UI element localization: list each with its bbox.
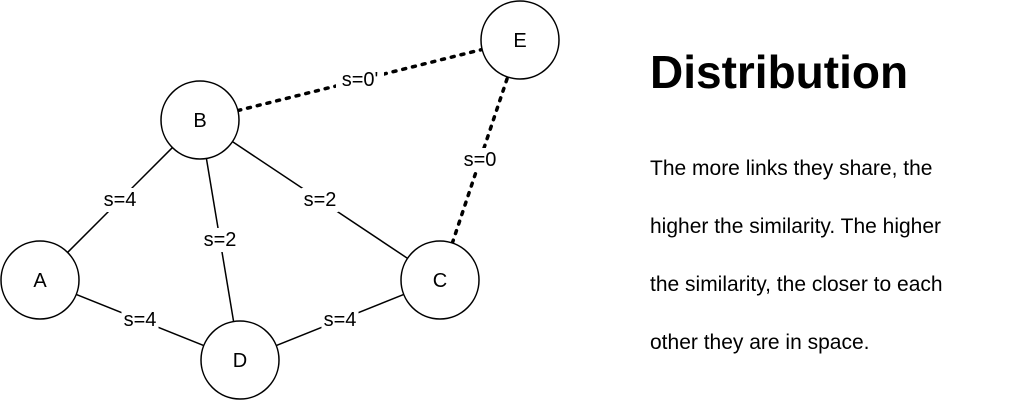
node-label: B <box>193 110 206 132</box>
edge-label-background <box>101 188 139 212</box>
node-circle <box>480 0 560 80</box>
edge-weight-label: s=4 <box>124 309 157 331</box>
description-line: the similarity, the closer to each <box>650 273 943 296</box>
edge-weight-label: s=2 <box>204 229 237 251</box>
similarity-graph: s=4 s=4 s=2 s=2 s=4 s=0' s=0 A B C D E <box>0 0 560 400</box>
node-circle <box>0 240 80 320</box>
node-label: D <box>233 350 247 372</box>
edge-label-d-c: s=4 <box>321 308 359 332</box>
panel-description: The more links they share, the higher th… <box>650 140 1010 372</box>
edge-label-a-d: s=4 <box>121 308 159 332</box>
edge-b-e <box>236 47 484 113</box>
description-line: higher the similarity. The higher <box>650 215 942 238</box>
edge-weight-label: s=0 <box>464 149 497 171</box>
node-d: D <box>200 320 280 400</box>
panel-title: Distribution <box>650 46 909 98</box>
edge-weight-label: s=4 <box>324 309 357 331</box>
node-circle <box>400 240 480 320</box>
edge-label-b-e: s=0' <box>336 68 384 92</box>
node-circle <box>160 80 240 160</box>
edge-label-b-d: s=2 <box>201 228 239 252</box>
description-line: The more links they share, the <box>650 157 933 180</box>
edge-label-background <box>336 68 384 92</box>
node-label: C <box>433 270 447 292</box>
edge-label-background <box>301 188 339 212</box>
edge-c-e <box>450 75 510 245</box>
edge-label-c-e: s=0 <box>461 148 499 172</box>
node-label: E <box>513 30 526 52</box>
edge-label-background <box>321 308 359 332</box>
edge-label-background <box>201 228 239 252</box>
edge-labels-layer: s=4 s=4 s=2 s=2 s=4 s=0' s=0 <box>101 68 499 332</box>
edge-weight-label: s=4 <box>104 189 137 211</box>
edge-weight-label: s=2 <box>304 189 337 211</box>
node-e: E <box>480 0 560 80</box>
nodes-layer: A B C D E <box>0 0 560 400</box>
edge-label-a-b: s=4 <box>101 188 139 212</box>
node-c: C <box>400 240 480 320</box>
edge-label-background <box>461 148 499 172</box>
description-line: other they are in space. <box>650 331 870 354</box>
node-circle <box>200 320 280 400</box>
edge-label-b-c: s=2 <box>301 188 339 212</box>
node-b: B <box>160 80 240 160</box>
edge-weight-label: s=0' <box>342 69 379 91</box>
node-a: A <box>0 240 80 320</box>
node-label: A <box>33 270 47 292</box>
edge-label-background <box>121 308 159 332</box>
